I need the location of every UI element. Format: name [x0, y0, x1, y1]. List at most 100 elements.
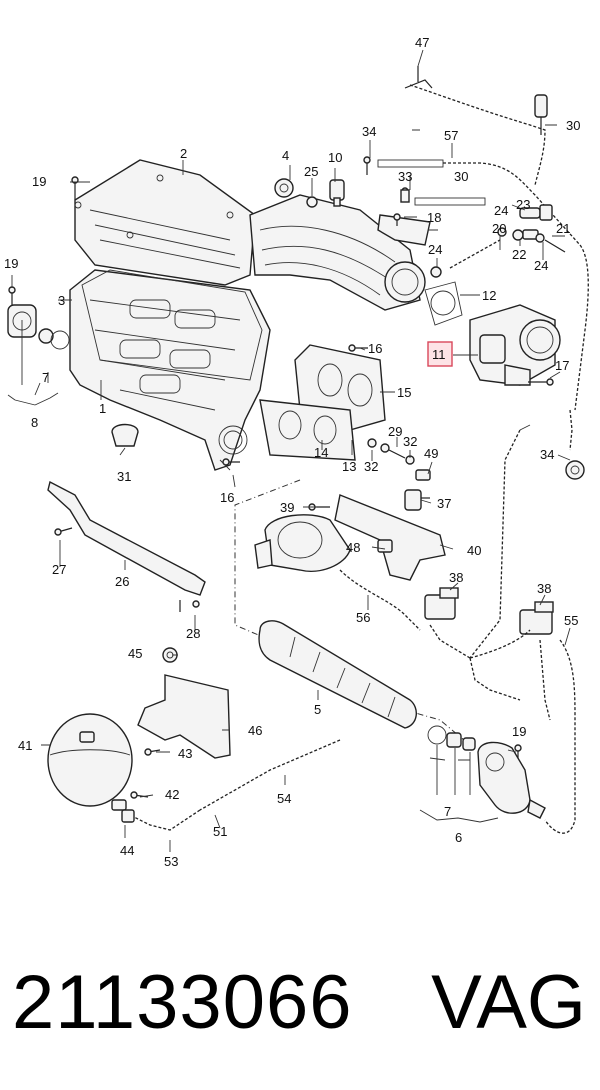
- valve-6: [477, 741, 546, 819]
- callout-25: 25: [304, 164, 318, 179]
- callout-13: 13: [342, 459, 356, 474]
- solenoid-valve-38a: [424, 587, 459, 620]
- bolts: [8, 156, 554, 799]
- callout-55: 55: [564, 613, 578, 628]
- highlight-box-11: [427, 341, 453, 367]
- callout-30a: 30: [566, 118, 580, 133]
- callout-53: 53: [164, 854, 178, 869]
- callout-29: 29: [388, 424, 402, 439]
- callout-47: 47: [415, 35, 429, 50]
- callout-3: 3: [58, 293, 65, 308]
- callout-28: 28: [186, 626, 200, 641]
- throttle-body: [469, 304, 561, 386]
- gasket-12: [424, 281, 463, 326]
- part-number: 21133066: [12, 960, 353, 1045]
- callout-51: 51: [213, 824, 227, 839]
- callout-37: 37: [437, 496, 451, 511]
- bracket-46: [137, 674, 231, 759]
- callout-6: 6: [455, 830, 462, 845]
- callout-7-left: 7: [42, 370, 49, 385]
- callout-19b: 19: [4, 256, 18, 271]
- plug-33: [400, 189, 410, 203]
- callout-19a: 19: [32, 174, 46, 189]
- nut-24a: [430, 266, 442, 278]
- callout-4: 4: [282, 148, 289, 163]
- spacer-7: [446, 732, 462, 748]
- callout-19c: 19: [512, 724, 526, 739]
- fitting-44: [121, 809, 135, 823]
- callout-43: 43: [178, 746, 192, 761]
- callout-38b: 38: [537, 581, 551, 596]
- gasket-14: [259, 399, 356, 461]
- callout-24a: 24: [494, 203, 508, 218]
- callout-16a: 16: [368, 341, 382, 356]
- callout-leaders: [7, 49, 571, 852]
- valve-assembly-8: [7, 304, 70, 350]
- fitting-23: [519, 204, 553, 221]
- vacuum-reservoir: [47, 713, 133, 811]
- line-21: [544, 239, 566, 253]
- sensor-10: [329, 179, 345, 207]
- callout-49: 49: [424, 446, 438, 461]
- callout-38a: 38: [449, 570, 463, 585]
- air-intake-pipe: [254, 514, 351, 572]
- callout-48: 48: [346, 540, 360, 555]
- callout-10: 10: [328, 150, 342, 165]
- spacer-7b: [462, 737, 476, 751]
- callout-labels: 1 2 3 4 5 6 7 7 8 10 11 12 13 14 15 16 1…: [4, 35, 580, 869]
- footer: 21133066 VAG: [0, 955, 600, 1050]
- callout-12: 12: [482, 288, 496, 303]
- clip-31: [111, 423, 139, 447]
- nut-24b: [497, 227, 507, 237]
- callout-34b: 34: [540, 447, 554, 462]
- hose-51-53: [129, 809, 201, 831]
- clip-48: [377, 539, 393, 553]
- callout-32b: 32: [403, 434, 417, 449]
- valve-37: [404, 489, 430, 511]
- callout-54: 54: [277, 791, 291, 806]
- bracket-26: [47, 480, 206, 596]
- hose-57: [377, 159, 589, 411]
- callout-7-right: 7: [444, 804, 451, 819]
- cap-34: [565, 460, 585, 480]
- hose-30-short: [414, 197, 486, 206]
- callout-31: 31: [117, 469, 131, 484]
- connector-49: [415, 469, 431, 481]
- resonator-pipe-5: [258, 620, 417, 729]
- callout-8: 8: [31, 415, 38, 430]
- callout-18: 18: [427, 210, 441, 225]
- callout-23: 23: [516, 197, 530, 212]
- callout-21: 21: [556, 221, 570, 236]
- bracket-40: [334, 494, 446, 581]
- callout-40: 40: [467, 543, 481, 558]
- callout-56: 56: [356, 610, 370, 625]
- callout-26: 26: [115, 574, 129, 589]
- bracket-9: [377, 214, 431, 246]
- callout-17: 17: [555, 358, 569, 373]
- dashed-leaders: [234, 479, 471, 746]
- callout-16b: 16: [220, 490, 234, 505]
- callout-34a: 34: [362, 124, 376, 139]
- callout-24b: 24: [428, 242, 442, 257]
- callout-24c: 24: [534, 258, 548, 273]
- gasket-3: [81, 269, 263, 381]
- callout-1: 1: [99, 401, 106, 416]
- bolt-29: [380, 443, 406, 459]
- callout-22: 22: [512, 247, 526, 262]
- callout-5: 5: [314, 702, 321, 717]
- connector-47: [404, 66, 433, 89]
- callout-15: 15: [397, 385, 411, 400]
- callout-11: 11: [432, 347, 446, 362]
- hose-54: [199, 739, 341, 811]
- vacuum-hoses: [429, 409, 576, 834]
- hose-30-long: [409, 84, 548, 186]
- manifold-runners: [249, 194, 426, 311]
- callout-39: 39: [280, 500, 294, 515]
- callout-27: 27: [52, 562, 66, 577]
- callout-46: 46: [248, 723, 262, 738]
- brand-label: VAG: [431, 960, 586, 1045]
- callout-20: 20: [492, 221, 506, 236]
- callout-2: 2: [180, 146, 187, 161]
- exploded-parts-diagram: 1 2 3 4 5 6 7 7 8 10 11 12 13 14 15 16 1…: [4, 35, 589, 869]
- callout-57: 57: [444, 128, 458, 143]
